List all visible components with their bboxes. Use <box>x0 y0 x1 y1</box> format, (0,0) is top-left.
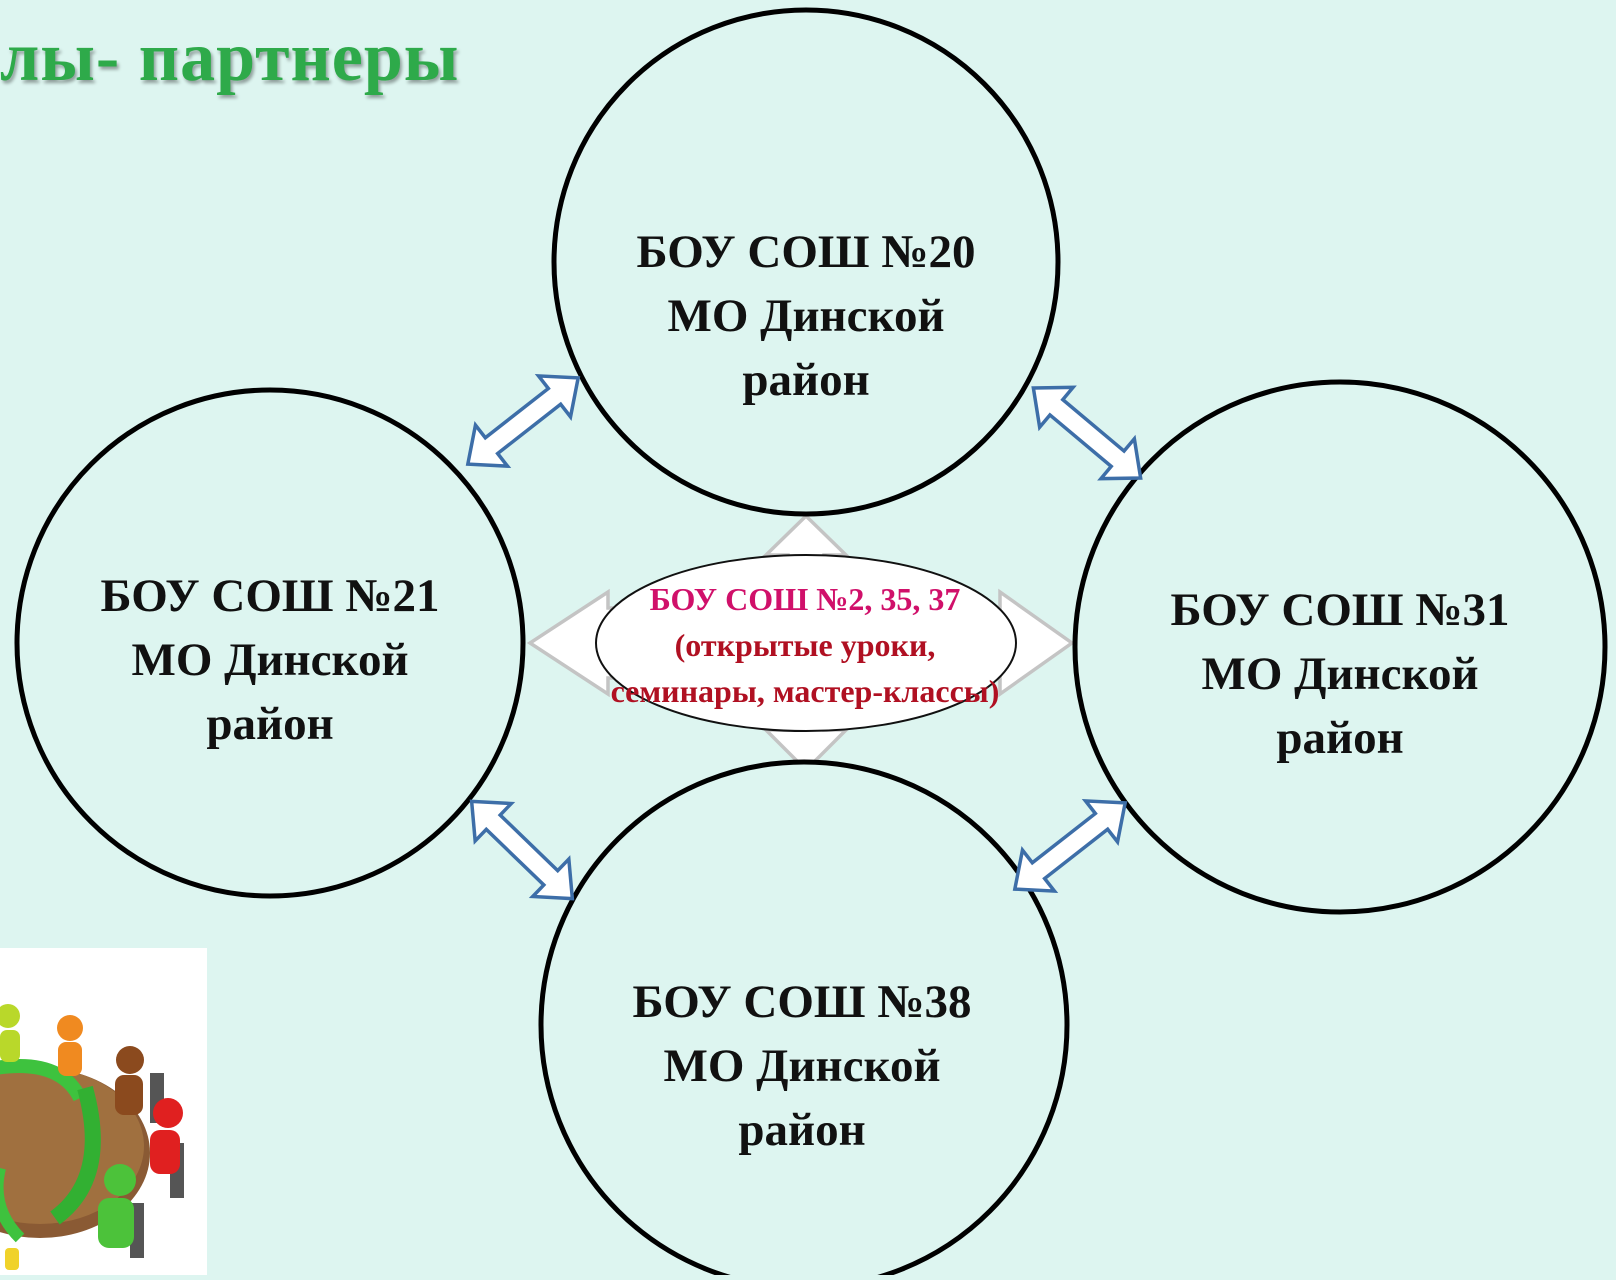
node-top-label: БОУ СОШ №20 МО Динской район <box>556 220 1056 412</box>
center-line1: БОУ СОШ №2, 35, 37 <box>649 581 961 617</box>
meeting-illustration <box>0 948 207 1275</box>
node-bottom-line3: район <box>738 1104 866 1156</box>
circle-left <box>14 387 526 899</box>
node-bottom-line1: БОУ СОШ №38 <box>632 976 972 1028</box>
node-left-line3: район <box>206 698 334 750</box>
node-bottom-line2: МО Динской <box>663 1040 941 1092</box>
center-line3: семинары, мастер-классы) <box>610 673 1000 709</box>
node-right-line3: район <box>1276 712 1404 764</box>
circle-right <box>1072 379 1608 915</box>
node-left-line2: МО Динской <box>131 634 409 686</box>
node-right-label: БОУ СОШ №31 МО Динской район <box>1090 578 1590 770</box>
circle-bottom <box>538 759 1070 1275</box>
node-left-line1: БОУ СОШ №21 <box>100 570 440 622</box>
center-line2: (открытые уроки, <box>674 627 936 663</box>
round-table-meeting-figures-icon <box>0 1004 184 1270</box>
node-right-line1: БОУ СОШ №31 <box>1170 584 1510 636</box>
node-left-label: БОУ СОШ №21 МО Динской район <box>20 564 520 756</box>
node-top-line1: БОУ СОШ №20 <box>636 226 976 278</box>
circle-top <box>551 7 1061 517</box>
arrow-left-bottom <box>451 780 593 920</box>
slide-title: лы- партнеры <box>0 19 460 96</box>
node-top-line3: район <box>742 354 870 406</box>
center-ellipse <box>595 554 1017 732</box>
arrow-right-bottom <box>997 780 1143 912</box>
node-bottom-label: БОУ СОШ №38 МО Динской район <box>552 970 1052 1162</box>
center-label: БОУ СОШ №2, 35, 37 (открытые уроки, семи… <box>520 576 1090 714</box>
node-top-line2: МО Динской <box>667 290 945 342</box>
node-right-line2: МО Динской <box>1201 648 1479 700</box>
